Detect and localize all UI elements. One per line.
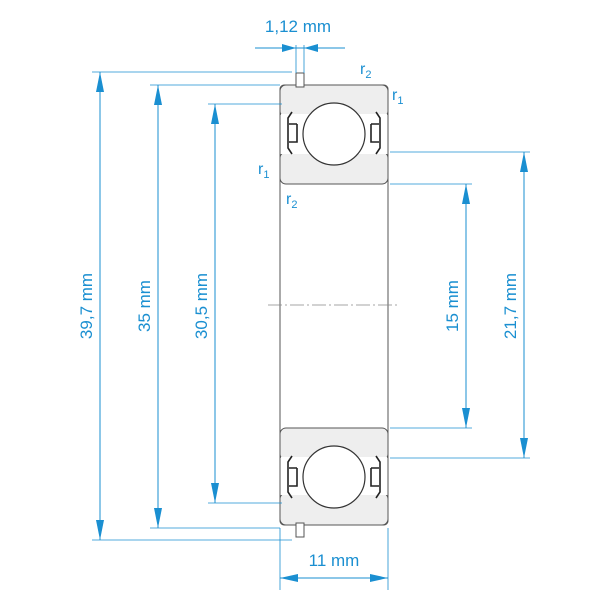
dimension-width: 11 mm <box>280 551 388 582</box>
dimension-outer-diameter: 39,7 mm <box>77 72 104 540</box>
ball-bottom <box>302 445 366 509</box>
ball-top <box>302 102 366 166</box>
shield-bottom-left <box>287 455 298 499</box>
radius-r1-left-label: r1 <box>258 161 269 181</box>
groove-width-label: 1,12 mm <box>265 17 331 36</box>
radius-r2-left-label: r2 <box>286 191 297 211</box>
snap-ring-top <box>295 72 305 88</box>
diameter-35-label: 35 mm <box>135 280 154 332</box>
outer-diameter-label: 39,7 mm <box>77 273 96 339</box>
dimension-inner-ring: 21,7 mm <box>501 152 528 458</box>
radius-r1-top-label: r1 <box>392 87 403 107</box>
dimension-35: 35 mm <box>135 85 162 528</box>
extension-lines <box>92 45 530 590</box>
snap-ring-bottom <box>295 522 305 538</box>
radius-r2-top-label: r2 <box>360 61 371 81</box>
dimension-bore: 15 mm <box>443 184 470 428</box>
dimension-groove-width: 1,12 mm <box>255 17 345 52</box>
dimension-30-5: 30,5 mm <box>192 104 219 503</box>
radius-labels: r2 r1 r1 r2 <box>258 61 403 211</box>
bearing-cross-section <box>268 72 400 538</box>
diameter-30-5-label: 30,5 mm <box>192 273 211 339</box>
width-label: 11 mm <box>309 551 360 570</box>
shield-bottom-right <box>370 455 381 499</box>
inner-ring-diameter-label: 21,7 mm <box>501 273 520 339</box>
bore-label: 15 mm <box>443 280 462 332</box>
shield-top-left <box>287 111 298 155</box>
shield-top-right <box>370 111 381 155</box>
